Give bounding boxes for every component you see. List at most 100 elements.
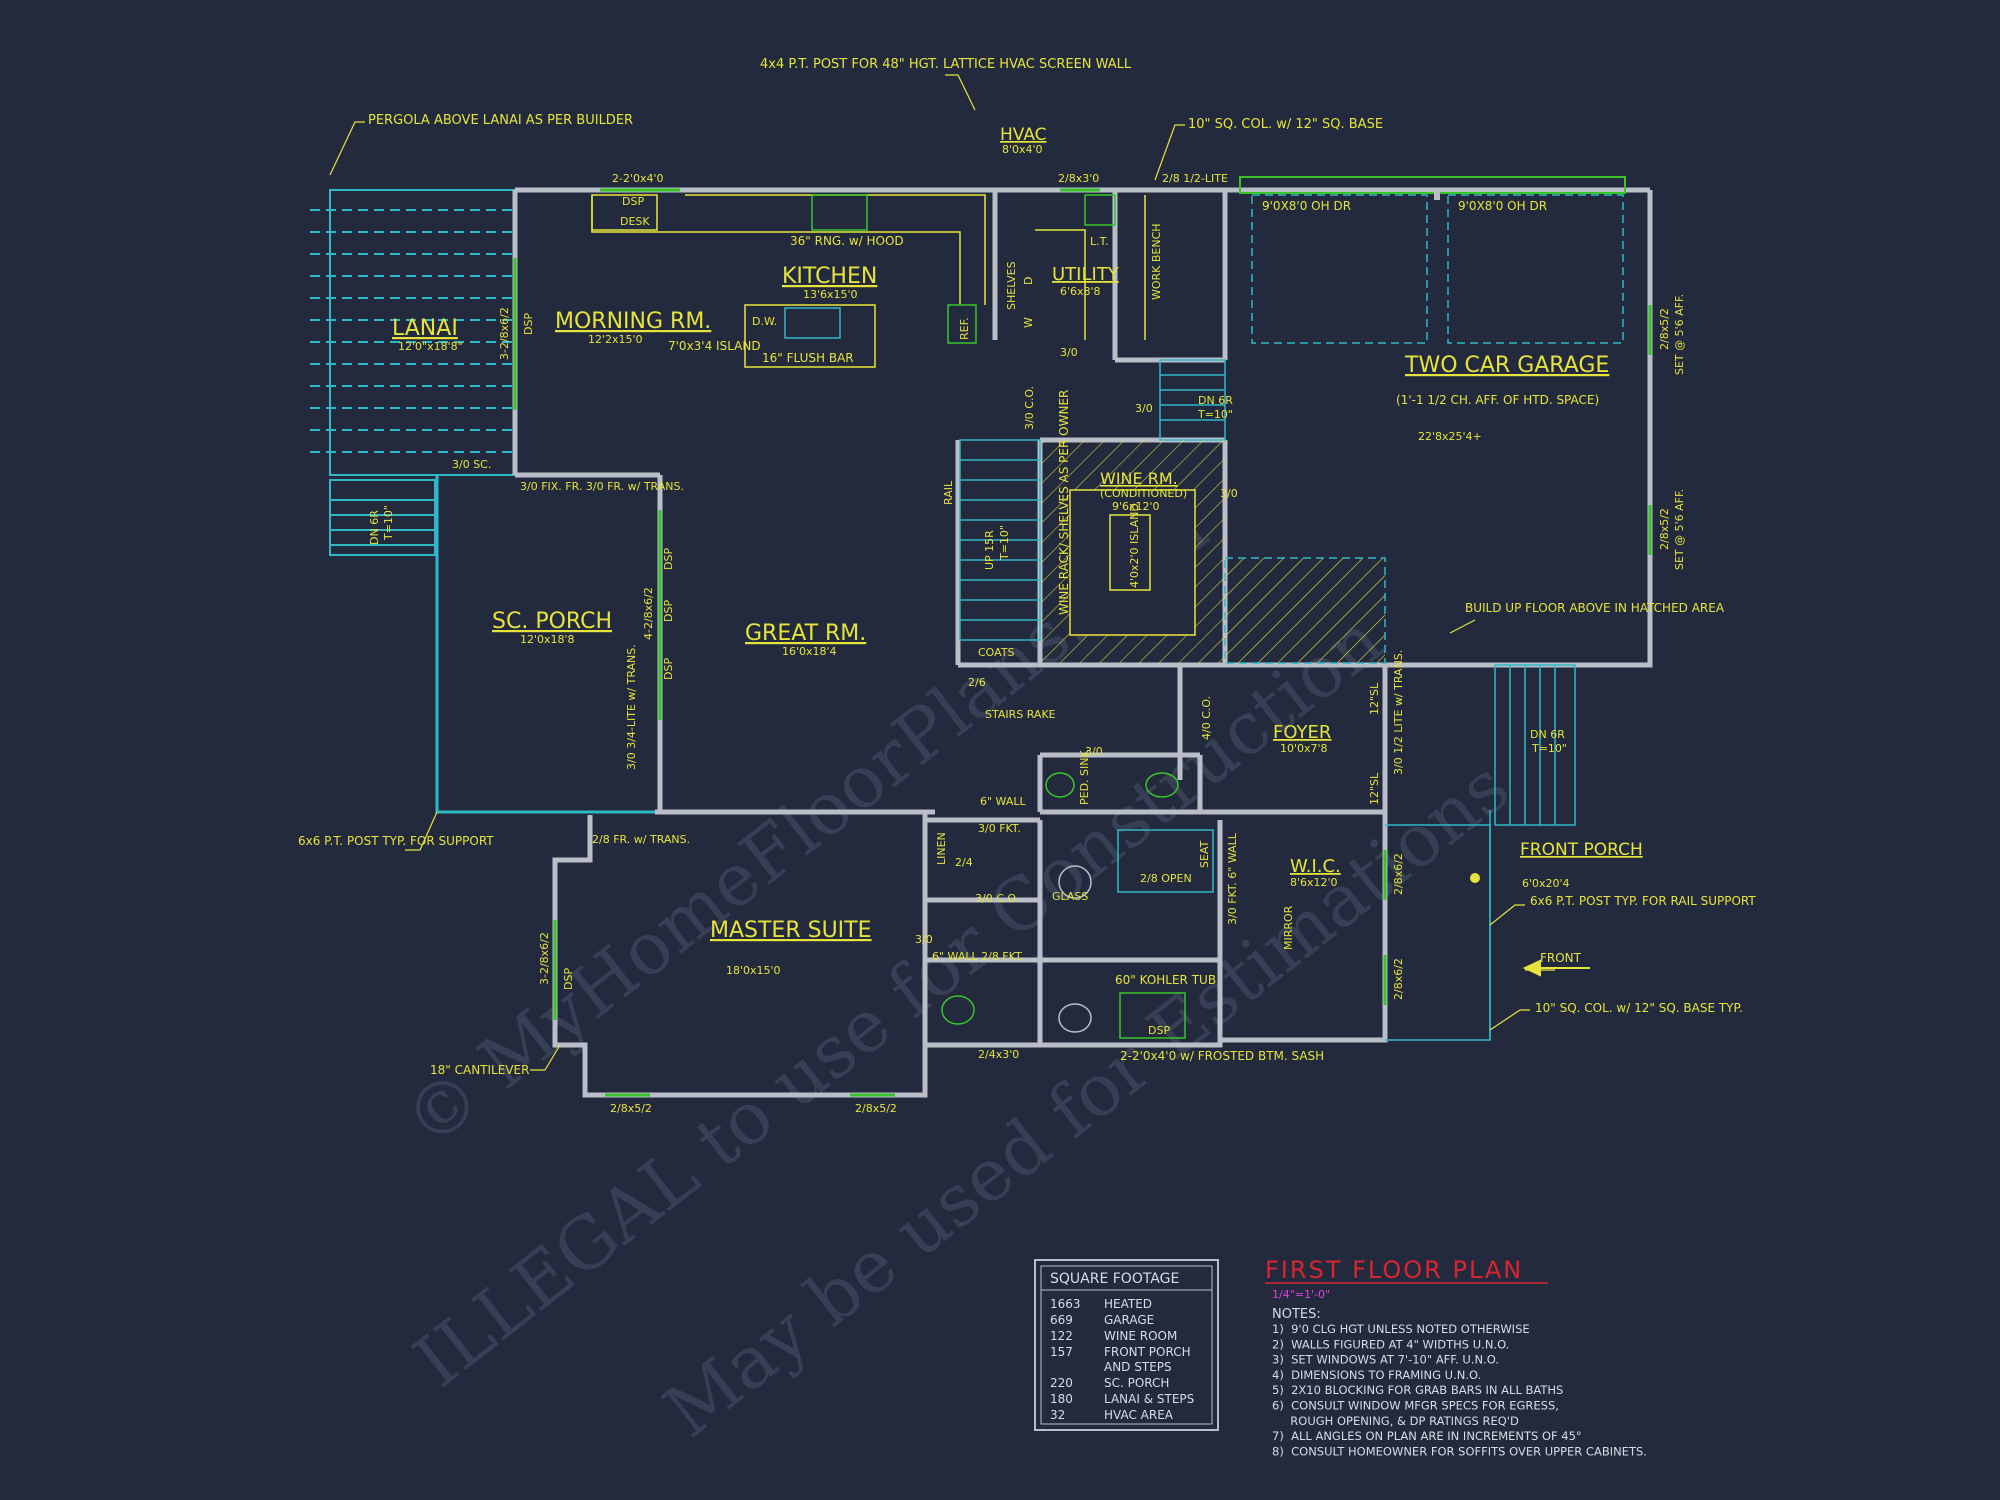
bath-fixtures [941,772,1214,1039]
sqft-value: 157 [1050,1345,1073,1359]
label-win-283: 2/8x3'0 [1058,172,1099,185]
callout-post-rail: 6x6 P.T. POST TYP. FOR RAIL SUPPORT [1530,894,1756,908]
note-item: ROUGH OPENING, & DP RATINGS REQ'D [1272,1414,1519,1428]
notes-list: 1) 9'0 CLG HGT UNLESS NOTED OTHERWISE2) … [1272,1322,1647,1458]
sqft-value: 122 [1050,1329,1073,1343]
label-door-30a: 3/0 [1060,346,1078,359]
label-win-2862a: 2/8x6/2 [1392,853,1405,895]
callout-wine-island: 4'0x2'0 ISLAND [1128,503,1141,588]
label-co-40: 4/0 C.O. [1200,696,1213,740]
windows [513,188,1652,1097]
callout-island: 7'0x3'4 ISLAND [668,339,761,353]
label-dsp-ms: DSP [562,968,575,990]
callout-oh-door-1: 9'0X8'0 OH DR [1262,199,1351,213]
label-shelves: SHELVES [1005,261,1018,310]
sqft-label: SC. PORCH [1104,1376,1169,1390]
label-dn6r-b: DN 6R [368,510,381,545]
note-item: 2) WALLS FIGURED AT 4" WIDTHS U.N.O. [1272,1337,1509,1351]
note-item: 4) DIMENSIONS TO FRAMING U.N.O. [1272,1368,1481,1382]
label-seat: SEAT [1198,840,1211,868]
wine-island-outline [1069,489,1196,636]
label-lt: L.T. [1090,235,1109,248]
callout-sq-col-typ: 10" SQ. COL. w/ 12" SQ. BASE TYP. [1535,1001,1743,1015]
room-size-garage: 22'8x25'4+ [1418,430,1482,443]
label-door-30b: 3/0 [1135,402,1153,415]
callout-oh-door-2: 9'0X8'0 OH DR [1458,199,1547,213]
callout-pergola: PERGOLA ABOVE LANAI AS PER BUILDER [368,113,633,128]
callout-set-aff-1: SET @ 5'6 AFF. [1673,294,1686,375]
room-name-great: GREAT RM. [745,621,866,646]
room-size-lanai: 12'0"x18'8" [398,340,463,353]
label-win-2431: 2/4x3'0 [978,1048,1019,1061]
note-item: 3) SET WINDOWS AT 7'-10" AFF. U.N.O. [1272,1353,1499,1367]
label-ped-sink: PED. SINK [1078,749,1091,805]
callout-wine-rack: WINE RACK/ SHELVES AS PER OWNER [1057,390,1071,615]
label-work-bench: WORK BENCH [1150,223,1163,300]
room-name-sc-porch: SC. PORCH [492,609,612,634]
label-dsp-l4: DSP [662,658,675,680]
room-name-wic: W.I.C. [1290,856,1341,877]
note-item: 1) 9'0 CLG HGT UNLESS NOTED OTHERWISE [1272,1322,1530,1336]
room-name-wine: WINE RM. [1100,469,1178,488]
room-size-foyer: 10'0x7'8 [1280,742,1328,755]
hatched-build-up [1224,557,1386,664]
callout-wine-cond: (CONDITIONED) [1100,487,1187,500]
callout-frosted: 2-2'0x4'0 w/ FROSTED BTM. SASH [1120,1049,1324,1063]
label-win-3262-lanai: 3-2/8x6/2 [498,307,511,360]
note-item: 6) CONSULT WINDOW MFGR SPECS FOR EGRESS, [1272,1399,1559,1413]
label-door-24: 2/4 [955,856,973,869]
label-up15r: UP 15R [983,530,996,570]
plan-labels: 2-2'0x4'0 DSP DESK 2/8x3'0 2/8 1/2-LITE … [368,172,1671,1115]
label-co-30: 3/0 C.O. [1023,386,1036,430]
callout-flush-bar: 16" FLUSH BAR [762,351,854,365]
label-door-30d: 3/0 [1085,745,1103,758]
wine-island [1109,514,1151,591]
callout-lattice: 4x4 P.T. POST FOR 48" HGT. LATTICE HVAC … [760,57,1132,72]
label-tx10-b: T=10" [998,525,1011,561]
notes-heading: NOTES: [1272,1307,1321,1322]
sqft-value: 32 [1050,1408,1065,1422]
room-name-foyer: FOYER [1273,722,1331,743]
sqft-value: 669 [1050,1313,1073,1327]
callout-range: 36" RNG. w/ HOOD [790,234,904,248]
label-sc30: 3/0 SC. [452,458,491,471]
note-item: 8) CONSULT HOMEOWNER FOR SOFFITS OVER UP… [1272,1444,1647,1458]
label-dsp-l1: DSP [522,313,535,335]
label-tx10-c: T=10" [382,505,395,541]
lanai-structure [310,189,516,556]
label-d: D [1022,277,1035,285]
label-dsp-l3: DSP [662,600,675,622]
label-ref: REF. [958,317,971,340]
room-size-wine: 9'6x12'0 [1112,500,1160,513]
room-size-kitchen: 13'6x15'0 [803,288,858,301]
room-labels: LANAI 12'0"x18'8" MORNING RM. 12'2x15'0 … [392,125,1643,977]
label-dsp-tub: DSP [1148,1024,1170,1037]
label-door-26: 2/6 [968,676,986,689]
label-tx10-a: T=10" [1197,408,1233,421]
label-coats: COATS [978,646,1015,659]
label-dsp: DSP [622,195,644,208]
title-block: FIRST FLOOR PLAN 1/4"=1'-0" NOTES: 1) 9'… [1265,1256,1647,1458]
label-win-3262: 3-2/8x6/2 [538,932,551,985]
room-name-front-porch: FRONT PORCH [1520,840,1643,860]
label-wall6a: 6" WALL [980,795,1026,808]
sqft-label: HEATED [1104,1297,1152,1311]
callout-front: FRONT [1540,951,1582,965]
label-win-garage-2: 2/8x5/2 [1658,508,1671,550]
label-fr28: 2/8 FR. w/ TRANS. [592,833,690,846]
label-win-4262: 4-2/8x6/2 [642,587,655,640]
room-size-wic: 8'6x12'0 [1290,876,1338,889]
room-name-hvac: HVAC [1000,125,1047,145]
label-glass: GLASS [1052,890,1088,903]
kitchen-cabinets [591,194,1146,368]
callout-post-support: 6x6 P.T. POST TYP. FOR SUPPORT [298,834,494,848]
label-desk: DESK [620,215,650,228]
note-item: 7) ALL ANGLES ON PLAN ARE IN INCREMENTS … [1272,1429,1582,1443]
room-size-hvac: 8'0x4'0 [1002,143,1043,156]
label-win-2862b: 2/8x6/2 [1392,958,1405,1000]
room-name-utility: UTILITY [1052,264,1120,285]
room-name-lanai: LANAI [392,316,458,341]
